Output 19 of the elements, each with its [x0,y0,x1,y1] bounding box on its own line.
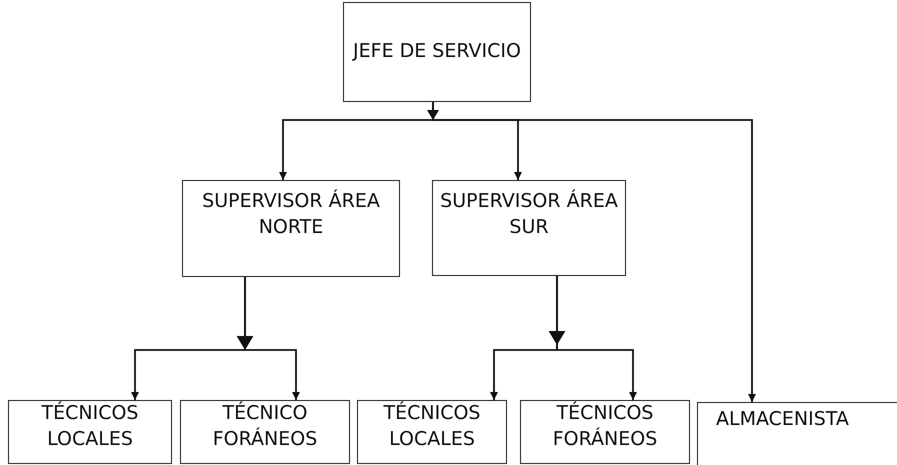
org-box [8,400,172,464]
org-box [432,180,626,276]
role-label: SUPERVISOR ÁREA NORTE [201,189,381,240]
role-label: TÉCNICO FORÁNEOS [212,401,318,452]
role-label: SUPERVISOR ÁREA SUR [439,189,619,240]
org-box [182,180,400,277]
role-label: TÉCNICOS LOCALES [382,401,482,452]
connector-arrow [244,277,300,400]
org-box [697,402,897,465]
role-label: JEFE DE SERVICIO [353,39,521,64]
org-box [180,400,350,464]
org-box [343,2,531,102]
connector-arrow [432,102,756,402]
connector-arrow [556,276,637,400]
org-box [357,400,507,464]
role-label: TÉCNICOS LOCALES [40,401,140,452]
role-label: ALMACENISTA [716,407,849,432]
role-label: TÉCNICOS FORÁNEOS [552,401,658,452]
org-box [520,400,690,464]
